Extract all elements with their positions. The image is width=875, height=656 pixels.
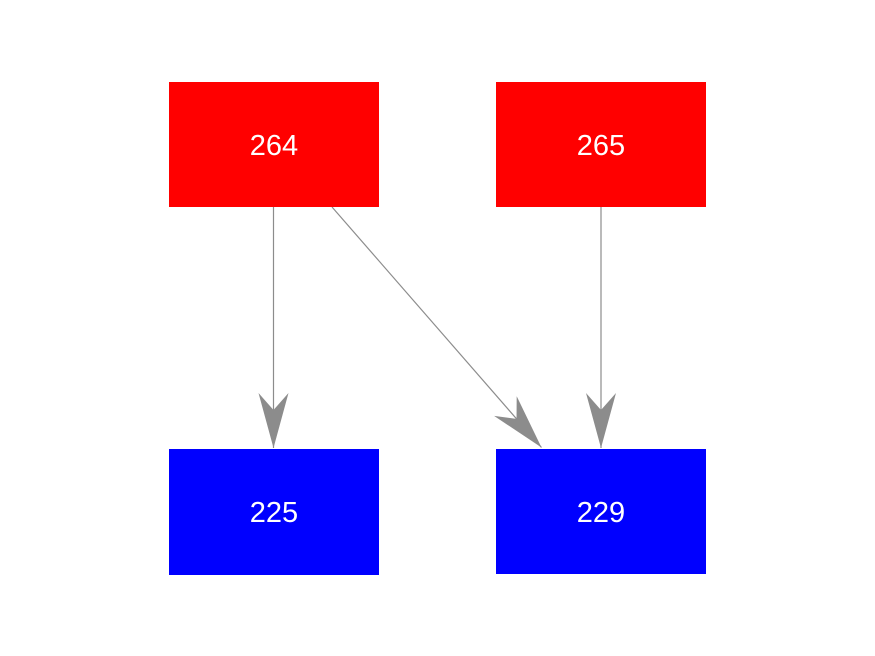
node-265-label: 265	[577, 130, 625, 162]
edge-264-to-229	[331, 206, 542, 448]
node-225-label: 225	[250, 497, 298, 529]
node-265: 265	[496, 82, 706, 207]
node-225: 225	[169, 449, 379, 575]
node-264-label: 264	[250, 130, 298, 162]
node-229-box	[496, 449, 706, 574]
node-265-box	[496, 82, 706, 207]
node-225-box	[169, 449, 379, 575]
node-264: 264	[169, 82, 379, 207]
node-229-label: 229	[577, 497, 625, 529]
node-229: 229	[496, 449, 706, 574]
node-264-box	[169, 82, 379, 207]
